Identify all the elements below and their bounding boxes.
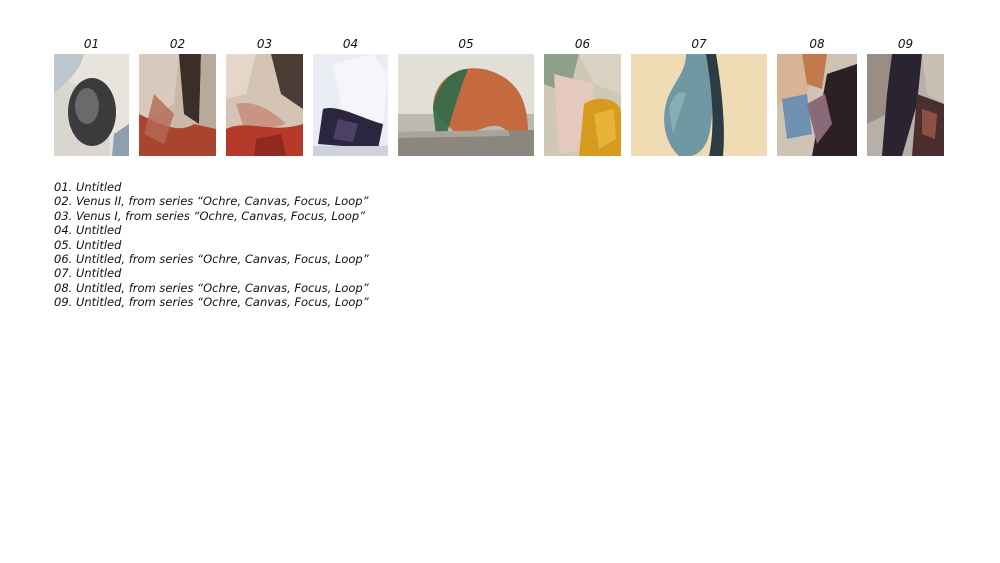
caption-list: 01. Untitled 02. Venus II, from series “… [54,180,369,310]
artwork-image [54,54,129,156]
thumbnail-number: 01 [83,37,100,51]
artwork-image [867,54,944,156]
thumbnail-number: 03 [256,37,273,51]
artwork-image [139,54,216,156]
thumbnail-number: 06 [574,37,591,51]
thumbnail-strip: 01 02 03 [54,37,944,157]
thumbnail-number: 05 [458,37,474,51]
artwork-image [226,54,303,156]
thumbnail-02[interactable]: 02 [139,37,216,156]
artwork-image [313,54,388,156]
caption-03: 03. Venus I, from series “Ochre, Canvas,… [54,208,366,223]
thumbnail-08[interactable]: 08 [777,37,857,156]
artwork-image [544,54,621,156]
caption-02: 02. Venus II, from series “Ochre, Canvas… [54,194,369,209]
caption-05: 05. Untitled [54,237,122,252]
thumbnail-07[interactable]: 07 [631,37,767,156]
thumbnail-06[interactable]: 06 [544,37,621,156]
caption-09: 09. Untitled, from series “Ochre, Canvas… [54,295,369,310]
artwork-image [777,54,857,156]
caption-08: 08. Untitled, from series “Ochre, Canvas… [54,280,369,295]
thumbnail-04[interactable]: 04 [313,37,388,156]
thumbnail-number: 02 [169,37,186,51]
artwork-image [631,54,767,156]
thumbnail-05[interactable]: 05 [398,37,534,156]
thumbnail-number: 07 [691,37,707,51]
thumbnail-01[interactable]: 01 [54,37,129,156]
thumbnail-number: 08 [809,37,825,51]
caption-07: 07. Untitled [54,266,122,281]
caption-04: 04. Untitled [54,223,122,238]
caption-01: 01. Untitled [54,180,122,194]
thumbnail-09[interactable]: 09 [867,37,944,156]
thumbnail-number: 04 [342,37,359,51]
artwork-image [398,54,534,156]
thumbnail-number: 09 [897,37,914,51]
thumbnail-03[interactable]: 03 [226,37,303,156]
caption-06: 06. Untitled, from series “Ochre, Canvas… [54,252,369,267]
